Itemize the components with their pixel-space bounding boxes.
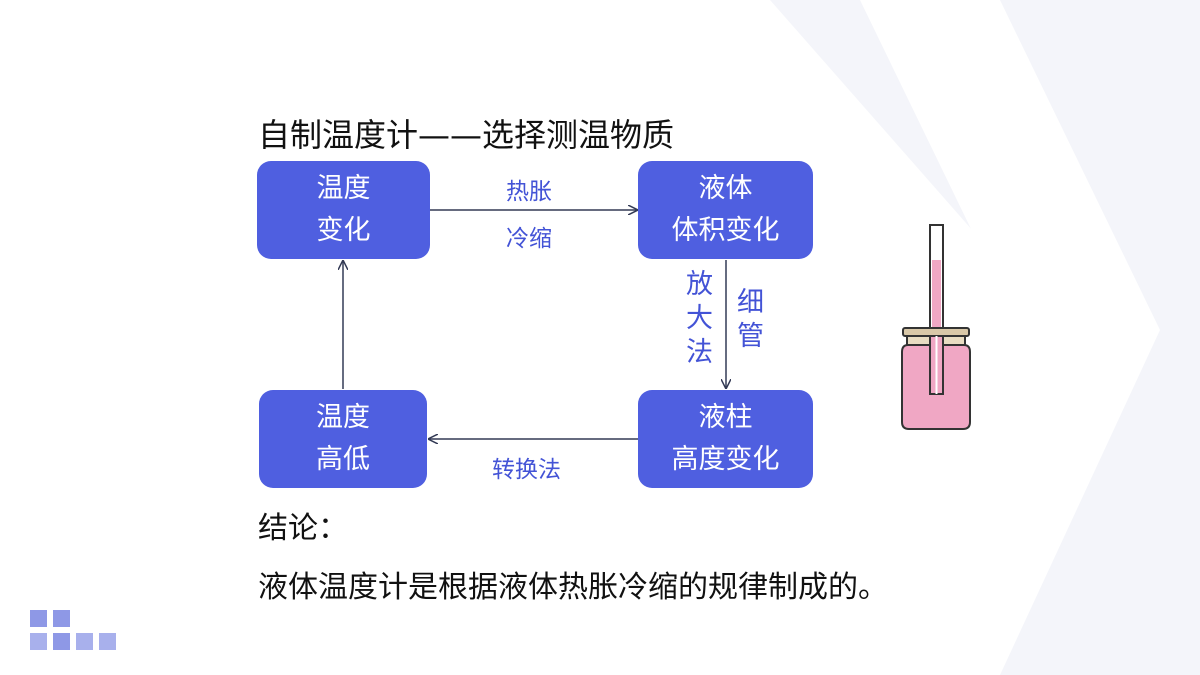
box-temperature-change: 温度 变化 [257, 161, 430, 259]
label-conversion: 转换法 [492, 457, 561, 483]
box-line: 高度变化 [671, 444, 780, 475]
box-liquid-volume-change: 液体 体积变化 [638, 161, 813, 259]
label-char: 细 [737, 287, 764, 318]
deco-square [53, 610, 70, 627]
box-line: 液体 [698, 173, 753, 204]
deco-square [99, 633, 116, 650]
label-expand: 热胀 [506, 179, 552, 205]
label-char: 管 [737, 321, 764, 352]
box-line: 变化 [316, 215, 371, 246]
conclusion-heading: 结论： [258, 511, 348, 546]
deco-square [53, 633, 70, 650]
page-title: 自制温度计——选择测温物质 [258, 116, 675, 154]
deco-square [30, 633, 47, 650]
conclusion-text: 液体温度计是根据液体热胀冷缩的规律制成的。 [258, 570, 888, 605]
box-temperature-level: 温度 高低 [259, 390, 427, 488]
box-line: 温度 [316, 173, 371, 204]
thermometer-bottle-icon [901, 224, 971, 430]
label-contract: 冷缩 [506, 226, 552, 252]
box-line: 温度 [316, 402, 370, 433]
box-line: 体积变化 [671, 215, 780, 246]
deco-square [30, 610, 47, 627]
label-char: 法 [686, 337, 713, 368]
label-char: 大 [686, 303, 713, 334]
box-line: 液柱 [698, 402, 753, 433]
box-liquid-column-height: 液柱 高度变化 [638, 390, 813, 488]
box-line: 高低 [316, 444, 370, 475]
label-char: 放 [686, 269, 713, 300]
deco-square [76, 633, 93, 650]
label-thin-tube: 细 管 [737, 286, 764, 354]
label-amplify-method: 放 大 法 [686, 268, 713, 370]
